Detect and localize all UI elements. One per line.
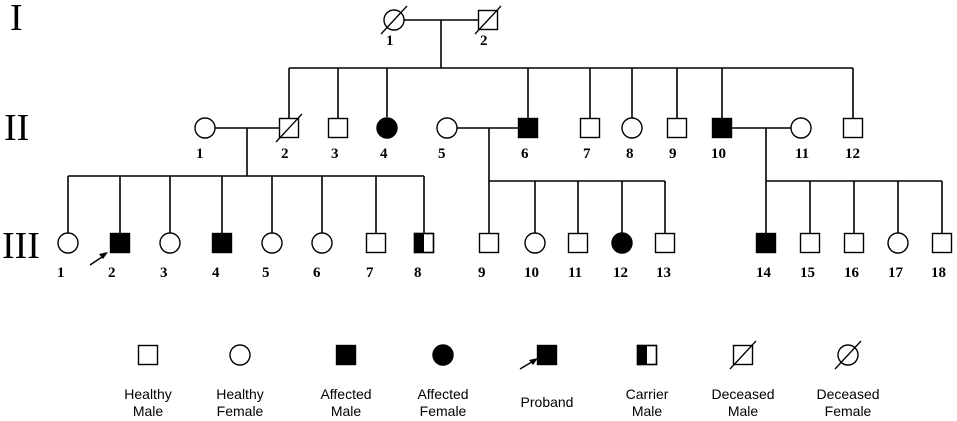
individual-number: 17 (888, 265, 904, 281)
individual-number: 4 (212, 265, 220, 281)
legend-label: Female (825, 403, 872, 419)
individual-number: 10 (711, 146, 726, 162)
legend-label: Affected (417, 386, 468, 402)
individual-II-1-healthy-female-icon (194, 117, 216, 139)
legend-deceased-male-icon (729, 340, 757, 370)
individual-III-9-healthy-male-icon (478, 232, 500, 254)
legend-proband-icon (536, 344, 558, 366)
legend-label: Healthy (124, 386, 171, 402)
individual-number: 2 (281, 146, 289, 162)
individual-number: 10 (524, 265, 539, 281)
individual-number: 12 (613, 265, 628, 281)
proband-arrow-icon (89, 252, 108, 266)
legend-carrier-male-icon (636, 344, 658, 366)
generation-label-III: III (2, 225, 40, 267)
individual-II-4-affected-female-icon (376, 117, 398, 139)
legend-label: Male (331, 403, 362, 419)
legend-label: Male (632, 403, 663, 419)
individual-number: 9 (669, 146, 677, 162)
legend-label: Female (217, 403, 264, 419)
generation-label-II: II (4, 107, 29, 149)
legend-label: Deceased (711, 386, 774, 402)
individual-number: 18 (931, 265, 946, 281)
individual-number: 1 (57, 265, 65, 281)
individual-III-11-healthy-male-icon (567, 232, 589, 254)
individual-number: 5 (262, 265, 270, 281)
individual-number: 4 (380, 146, 388, 162)
individual-III-6-healthy-female-icon (311, 232, 333, 254)
legend-affected-female-icon (432, 344, 454, 366)
individual-number: 15 (800, 265, 815, 281)
individual-number: 7 (366, 265, 374, 281)
individual-number: 2 (108, 265, 116, 281)
individual-number: 11 (795, 146, 809, 162)
individual-number: 2 (480, 33, 488, 49)
individual-number: 6 (521, 146, 529, 162)
individual-II-12-healthy-male-icon (842, 117, 864, 139)
individual-number: 5 (438, 146, 446, 162)
individual-number: 13 (656, 265, 671, 281)
individual-II-10-affected-male-icon (711, 117, 733, 139)
generation-label-I: I (10, 0, 23, 39)
individual-III-14-affected-male-icon (755, 232, 777, 254)
legend-label: Male (133, 403, 164, 419)
legend-label: Proband (521, 394, 574, 410)
individual-III-5-healthy-female-icon (261, 232, 283, 254)
legend-label: Affected (320, 386, 371, 402)
individual-III-1-healthy-female-icon (57, 232, 79, 254)
individual-III-15-healthy-male-icon (799, 232, 821, 254)
legend-label: Healthy (216, 386, 263, 402)
legend-label: Carrier (626, 386, 669, 402)
individual-number: 1 (196, 146, 204, 162)
individual-III-12-affected-female-icon (611, 232, 633, 254)
legend-healthy-female-icon (229, 344, 251, 366)
individual-number: 14 (756, 265, 772, 281)
individual-III-17-healthy-female-icon (887, 232, 909, 254)
individual-number: 8 (414, 265, 422, 281)
individual-number: 3 (160, 265, 168, 281)
individual-III-18-healthy-male-icon (931, 232, 953, 254)
individual-II-5-healthy-female-icon (436, 117, 458, 139)
legend-label: Male (728, 403, 759, 419)
individual-number: 11 (568, 265, 582, 281)
individual-number: 12 (845, 146, 860, 162)
individual-number: 3 (331, 146, 339, 162)
individual-number: 7 (583, 146, 591, 162)
individual-II-8-healthy-female-icon (621, 117, 643, 139)
legend-affected-male-icon (335, 344, 357, 366)
legend: HealthyMaleHealthyFemaleAffectedMaleAffe… (124, 340, 880, 419)
individual-number: 8 (626, 146, 634, 162)
individual-II-7-healthy-male-icon (579, 117, 601, 139)
individual-I-2-healthy-male-icon (474, 5, 502, 35)
legend-healthy-male-icon (137, 344, 159, 366)
individual-III-3-healthy-female-icon (159, 232, 181, 254)
individual-number: 16 (844, 265, 860, 281)
individual-II-11-healthy-female-icon (790, 117, 812, 139)
individual-number: 6 (313, 265, 321, 281)
legend-label: Deceased (816, 386, 879, 402)
individual-number: 9 (478, 265, 486, 281)
individual-III-7-healthy-male-icon (365, 232, 387, 254)
pedigree-lines (67, 19, 943, 234)
individual-II-9-healthy-male-icon (666, 117, 688, 139)
individual-III-13-healthy-male-icon (654, 232, 676, 254)
individual-III-10-healthy-female-icon (524, 232, 546, 254)
individual-II-2-healthy-male-icon (275, 113, 303, 143)
individual-III-16-healthy-male-icon (843, 232, 865, 254)
legend-proband-arrow-icon (519, 358, 538, 370)
individual-I-1-healthy-female-icon (380, 5, 408, 35)
individual-number: 1 (386, 33, 394, 49)
individual-III-4-affected-male-icon (211, 232, 233, 254)
legend-label: Female (420, 403, 467, 419)
individual-II-3-healthy-male-icon (327, 117, 349, 139)
legend-deceased-female-icon (834, 340, 862, 370)
individual-III-8-carrier-male-icon (413, 232, 435, 254)
individual-II-6-affected-male-icon (517, 117, 539, 139)
individual-III-2-affected-male-icon (109, 232, 131, 254)
